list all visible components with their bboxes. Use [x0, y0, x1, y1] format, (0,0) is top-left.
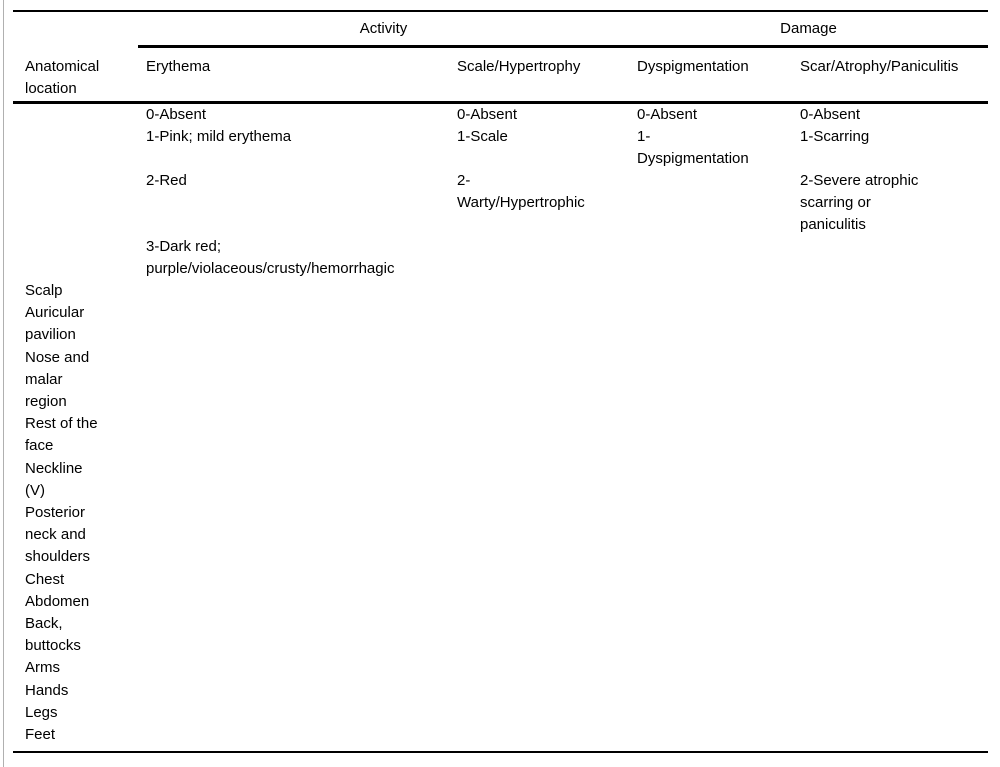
text-line: neck and: [25, 526, 86, 544]
text-line: Hands: [25, 681, 69, 699]
dyspigmentation-scale-cell: 0-Absent 1- Dyspigmentation: [629, 104, 792, 751]
column-header-dyspigmentation-label: Dyspigmentation: [637, 58, 749, 75]
anatomical-location-item: Rest of the face: [25, 413, 138, 457]
anatomical-location-item: Back, buttocks: [25, 613, 138, 657]
text-line: Anatomical: [25, 58, 100, 75]
anatomical-location-item: Nose and malar region: [25, 347, 138, 414]
column-header-scale-hypertrophy: Scale/Hypertrophy: [449, 48, 629, 101]
text-line: Abdomen: [25, 592, 90, 610]
text-line: 1-: [637, 128, 651, 145]
group-header-damage: Damage: [629, 12, 988, 48]
text-line: 0-Absent: [800, 106, 861, 123]
column-header-scar-atrophy-paniculitis: Scar/Atrophy/Paniculitis: [792, 48, 988, 101]
anatomical-location-item: Abdomen: [25, 591, 138, 613]
text-line: Auricular: [25, 304, 85, 322]
column-header-anatomical-location: Anatomical location: [13, 48, 138, 101]
clasi-score-table: Activity Damage Anatomical location Eryth…: [13, 10, 988, 753]
erythema-scale-1: 1-Pink; mild erythema: [146, 126, 449, 170]
text-line: region: [25, 393, 67, 411]
anatomical-location-item: Arms: [25, 657, 138, 679]
text-line: Feet: [25, 726, 56, 744]
scale-hypertrophy-scale-3: [457, 236, 629, 280]
erythema-scale-3: 3-Dark red; purple/violaceous/crusty/hemo…: [146, 236, 449, 280]
anatomical-location-item: Neckline (V): [25, 458, 138, 502]
text-line: buttocks: [25, 637, 81, 655]
text-line: Rest of the: [25, 415, 98, 433]
text-line: Scalp: [25, 282, 63, 299]
scale-hypertrophy-scale-1: 1-Scale: [457, 126, 629, 170]
text-line: malar: [25, 370, 63, 388]
anatomical-location-item: Posterior neck and shoulders: [25, 502, 138, 569]
group-header-spacer: [13, 12, 138, 48]
text-line: 0-Absent: [457, 106, 518, 123]
scar-atrophy-paniculitis-scale-3: [800, 236, 988, 280]
text-line: Neckline: [25, 459, 83, 477]
text-line: Dyspigmentation: [637, 150, 749, 167]
text-line: 2-Severe atrophic: [800, 172, 919, 189]
text-line: 1-Scarring: [800, 128, 870, 145]
erythema-scale-cell: 0-Absent 1-Pink; mild erythema 2-Red 3-D…: [138, 104, 449, 751]
column-header-scale-hypertrophy-label: Scale/Hypertrophy: [457, 58, 581, 75]
group-header-row: Activity Damage: [13, 12, 988, 48]
anatomical-location-item: Chest: [25, 569, 138, 591]
text-line: Nose and: [25, 348, 90, 366]
text-line: Posterior: [25, 504, 86, 522]
text-line: 2-: [457, 172, 471, 189]
scar-atrophy-paniculitis-scale-cell: 0-Absent 1-Scarring 2-Severe atrophic sca…: [792, 104, 988, 751]
anatomical-location-item: Feet: [25, 724, 138, 746]
scale-hypertrophy-scale-2: 2- Warty/Hypertrophic: [457, 170, 629, 236]
text-line: pavilion: [25, 326, 76, 344]
anatomical-location-item: Scalp: [25, 280, 138, 302]
dyspigmentation-scale-1: 1- Dyspigmentation: [637, 126, 792, 170]
scar-atrophy-paniculitis-scale-0: 0-Absent: [800, 104, 988, 126]
erythema-scale-2: 2-Red: [146, 170, 449, 236]
text-line: Arms: [25, 659, 60, 677]
text-line: 1-Pink; mild erythema: [146, 128, 292, 145]
text-line: 1-Scale: [457, 128, 508, 145]
anatomical-location-item: Hands: [25, 680, 138, 702]
group-header-activity-label: Activity: [359, 20, 408, 37]
text-line: 3-Dark red;: [146, 238, 222, 255]
text-line: paniculitis: [800, 216, 866, 233]
text-line: face: [25, 437, 54, 455]
column-header-scar-atrophy-paniculitis-label: Scar/Atrophy/Paniculitis: [800, 58, 959, 75]
scar-atrophy-paniculitis-scale-2: 2-Severe atrophic scarring or paniculitis: [800, 170, 988, 236]
column-header-dyspigmentation: Dyspigmentation: [629, 48, 792, 101]
anatomical-location-item: Auricular pavilion: [25, 302, 138, 346]
text-line: 0-Absent: [637, 106, 698, 123]
erythema-scale-0: 0-Absent: [146, 104, 449, 126]
text-line: (V): [25, 481, 45, 499]
text-line: 0-Absent: [146, 106, 207, 123]
text-line: Chest: [25, 570, 65, 588]
group-header-damage-label: Damage: [780, 20, 837, 37]
column-header-erythema-label: Erythema: [146, 58, 211, 75]
text-line: scarring or: [800, 194, 871, 211]
column-header-row: Anatomical location Erythema Scale/Hypert…: [13, 48, 988, 104]
dyspigmentation-scale-2: [637, 170, 792, 236]
scale-hypertrophy-scale-0: 0-Absent: [457, 104, 629, 126]
text-line: Warty/Hypertrophic: [457, 194, 585, 211]
scale-hypertrophy-scale-cell: 0-Absent 1-Scale 2- Warty/Hypertrophic: [449, 104, 629, 751]
text-line: purple/violaceous/crusty/hemorrhagic: [146, 260, 395, 277]
text-line: location: [25, 80, 77, 97]
page-left-edge-line: [3, 0, 4, 767]
column-header-erythema: Erythema: [138, 48, 449, 101]
text-line: shoulders: [25, 548, 91, 566]
dyspigmentation-scale-3: [637, 236, 792, 280]
scar-atrophy-paniculitis-scale-1: 1-Scarring: [800, 126, 988, 170]
anatomical-location-item: Legs: [25, 702, 138, 724]
text-line: Legs: [25, 703, 58, 721]
group-header-activity: Activity: [138, 12, 629, 48]
dyspigmentation-scale-0: 0-Absent: [637, 104, 792, 126]
text-line: 2-Red: [146, 172, 187, 189]
text-line: Back,: [25, 615, 63, 633]
